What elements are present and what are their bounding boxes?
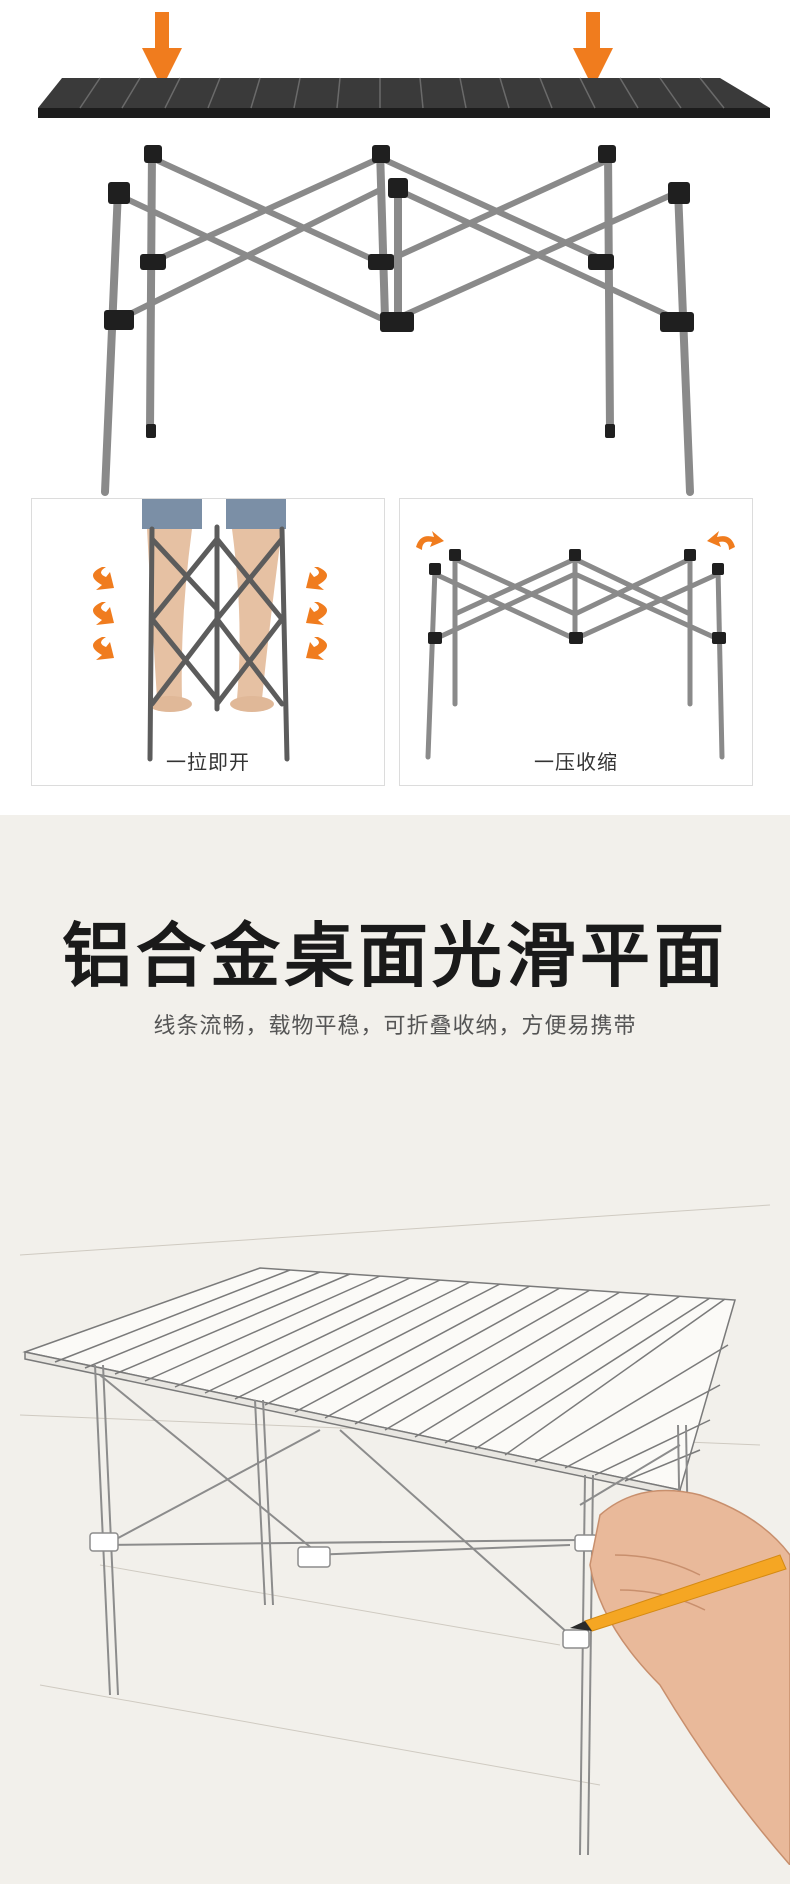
press-fold-illustration xyxy=(416,531,735,760)
pull-open-caption: 一拉即开 xyxy=(166,750,250,774)
feature-headline: 铝合金桌面光滑平面 xyxy=(62,915,728,997)
aluminum-tabletop xyxy=(38,77,770,118)
pull-open-illustration xyxy=(93,499,327,762)
product-hero-section: 一拉即开 xyxy=(0,0,790,815)
sketch-tabletop xyxy=(22,1267,736,1498)
press-fold-caption: 一压收缩 xyxy=(534,750,618,774)
curved-arrow-icon xyxy=(93,567,327,660)
down-arrow-icon xyxy=(573,12,613,88)
sketch-frame xyxy=(94,1364,689,1856)
folding-frame xyxy=(101,146,694,496)
frame-joints xyxy=(428,549,726,644)
press-fold-panel: 一压收缩 xyxy=(399,498,753,786)
frame-joints xyxy=(104,145,694,438)
feature-subline: 线条流畅，载物平稳，可折叠收纳，方便易携带 xyxy=(153,1014,637,1039)
feature-section: 铝合金桌面光滑平面 线条流畅，载物平稳，可折叠收纳，方便易携带 xyxy=(0,815,790,1884)
folded-frame xyxy=(147,524,290,762)
curved-arrow-icon xyxy=(416,531,735,550)
hand-with-pencil xyxy=(570,1489,790,1865)
open-frame xyxy=(425,551,725,760)
table-sketch-illustration xyxy=(19,1204,790,1865)
exploded-table-illustration xyxy=(38,12,770,496)
pull-open-panel: 一拉即开 xyxy=(31,498,385,786)
down-arrow-icon xyxy=(142,12,182,88)
